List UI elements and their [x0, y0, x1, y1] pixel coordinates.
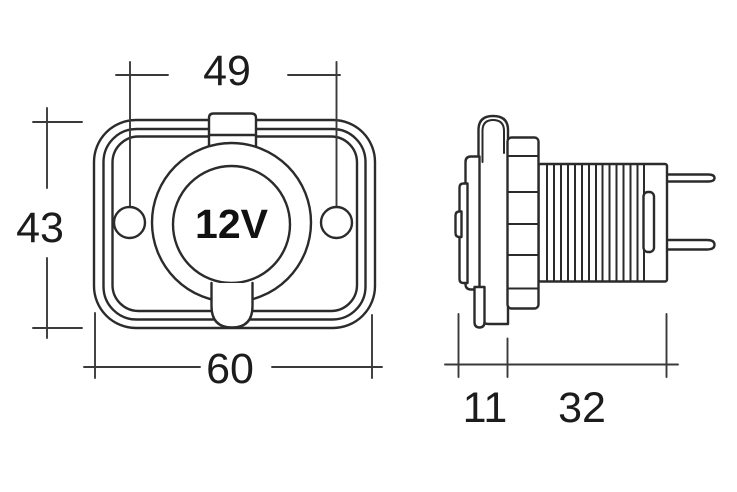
nut-facet-lines [506, 155, 540, 290]
bottom-pull-tab [210, 281, 254, 329]
thread-lines [546, 164, 645, 282]
mounting-hole-right [319, 205, 354, 240]
socket-voltage-label: 12V [195, 201, 269, 247]
flange-inner-contour [481, 118, 505, 163]
dim-11-32: 11 32 [444, 313, 679, 432]
mounting-hole-left [112, 205, 147, 240]
dim-43: 43 [16, 107, 83, 339]
cap-step-2 [458, 182, 469, 285]
dim-49-label: 49 [203, 47, 251, 95]
dim-49: 49 [115, 47, 341, 95]
front-view: 12V 49 43 60 [16, 47, 383, 393]
dim-32-label: 32 [558, 384, 606, 432]
terminal-pin-top [658, 173, 716, 183]
contact-spring-detail [642, 190, 656, 254]
side-view: 11 32 [444, 114, 716, 432]
cap-pull-tab-side [473, 285, 486, 329]
terminal-pin-bottom [658, 238, 716, 251]
dim-43-label: 43 [16, 204, 64, 252]
dim-60: 60 [83, 312, 383, 393]
dim-11-label: 11 [463, 384, 508, 432]
dim-60-label: 60 [206, 345, 254, 393]
cap-step-3 [454, 210, 463, 239]
